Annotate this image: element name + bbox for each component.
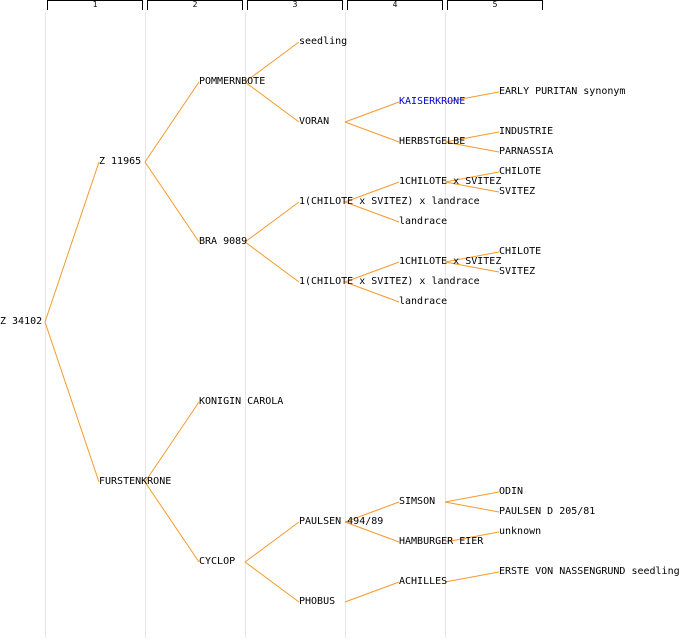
node-cyclop[interactable]: CYCLOP — [199, 556, 236, 567]
node-chilote[interactable]: CHILOTE — [499, 246, 542, 257]
edge-cs1-chilote1 — [444, 171, 500, 183]
node-voran[interactable]: VORAN — [299, 116, 330, 127]
edge-phobus-achilles — [344, 581, 400, 603]
node-achilles[interactable]: ACHILLES — [399, 576, 448, 587]
node-seedling: seedling — [299, 36, 348, 47]
node-simson[interactable]: SIMSON — [399, 496, 436, 507]
node-pommernbote[interactable]: POMMERNBOTE — [199, 76, 266, 87]
edge-paulsen494-hamburger — [344, 521, 400, 543]
node-z34102: Z 34102 — [0, 316, 43, 327]
node-chilote-x-svitez[interactable]: 1CHILOTE x SVITEZ — [399, 256, 502, 267]
edge-herbstgelbe-parnassia — [444, 141, 500, 153]
edge-cyclop-phobus — [244, 561, 300, 603]
node-unknown: unknown — [499, 526, 542, 537]
edge-cs1-svitez1 — [444, 181, 500, 193]
node-odin[interactable]: ODIN — [499, 486, 524, 497]
generation-separator — [445, 12, 446, 638]
edge-furstenkrone-cyclop — [144, 481, 200, 563]
edge-hamburger-unknown — [444, 531, 500, 543]
edge-cyclop-paulsen494 — [244, 521, 300, 563]
edge-pommernbote-voran — [244, 81, 300, 123]
edge-z34102-furstenkrone — [44, 321, 100, 483]
edge-cxsl1-landrace1 — [344, 201, 400, 223]
edge-voran-herbstgelbe — [344, 121, 400, 143]
edge-simson-paulsend — [444, 501, 500, 513]
node-early-puritan[interactable]: EARLY PURITAN synonym — [499, 86, 626, 97]
edge-cs2-chilote2 — [444, 251, 500, 263]
node-paulsen-d-205-81[interactable]: PAULSEN D 205/81 — [499, 506, 596, 517]
generation-header-3: 3 — [247, 0, 343, 10]
edge-paulsen494-simson — [344, 501, 400, 523]
node-erste-von-nassengrund[interactable]: ERSTE VON NASSENGRUND seedling — [499, 566, 680, 577]
edge-z11965-bra9089 — [144, 161, 200, 243]
node-svitez[interactable]: SVITEZ — [499, 186, 536, 197]
edge-pommernbote-seedling — [244, 41, 300, 83]
generation-header-4: 4 — [347, 0, 443, 10]
generation-header-1: 1 — [47, 0, 143, 10]
node-furstenkrone[interactable]: FURSTENKRONE — [99, 476, 172, 487]
edge-simson-odin — [444, 491, 500, 503]
edge-z11965-pommernbote — [144, 81, 200, 163]
edge-bra9089-cxsl1 — [244, 201, 300, 243]
node-landrace: landrace — [399, 216, 448, 227]
generation-header-5: 5 — [447, 0, 543, 10]
node-herbstgelbe[interactable]: HERBSTGELBE — [399, 136, 466, 147]
node-industrie[interactable]: INDUSTRIE — [499, 126, 554, 137]
edge-cxsl1-cs1 — [344, 181, 400, 203]
node-phobus[interactable]: PHOBUS — [299, 596, 336, 607]
node-bra9089[interactable]: BRA 9089 — [199, 236, 248, 247]
node-hamburger-eier[interactable]: HAMBURGER EIER — [399, 536, 484, 547]
generation-separator — [245, 12, 246, 638]
node-paulsen-494-89[interactable]: PAULSEN 494/89 — [299, 516, 384, 527]
node-z11965[interactable]: Z 11965 — [99, 156, 142, 167]
generation-separator — [345, 12, 346, 638]
edge-cxsl2-landrace2 — [344, 281, 400, 303]
edge-cxsl2-cs2 — [344, 261, 400, 283]
node-chilote[interactable]: CHILOTE — [499, 166, 542, 177]
edge-cs2-svitez2 — [444, 261, 500, 273]
generation-header-2: 2 — [147, 0, 243, 10]
edge-furstenkrone-konigin — [144, 401, 200, 483]
edge-herbstgelbe-industrie — [444, 131, 500, 143]
node-konigin-carola[interactable]: KONIGIN CAROLA — [199, 396, 284, 407]
node-parnassia[interactable]: PARNASSIA — [499, 146, 554, 157]
edge-bra9089-cxsl2 — [244, 241, 300, 283]
edge-achilles-erste — [444, 571, 500, 583]
node-chilote-x-svitez[interactable]: 1CHILOTE x SVITEZ — [399, 176, 502, 187]
node-svitez[interactable]: SVITEZ — [499, 266, 536, 277]
generation-separator — [145, 12, 146, 638]
edge-voran-kaiserkrone — [344, 101, 400, 123]
node-landrace: landrace — [399, 296, 448, 307]
edge-kaiserkrone-earlypuritan — [444, 91, 500, 103]
node-chilote-svitez-landrace[interactable]: 1(CHILOTE x SVITEZ) x landrace — [299, 276, 480, 287]
node-chilote-svitez-landrace[interactable]: 1(CHILOTE x SVITEZ) x landrace — [299, 196, 480, 207]
node-kaiserkrone[interactable]: KAISERKRONE — [399, 96, 466, 107]
edge-z34102-z11965 — [44, 161, 100, 323]
